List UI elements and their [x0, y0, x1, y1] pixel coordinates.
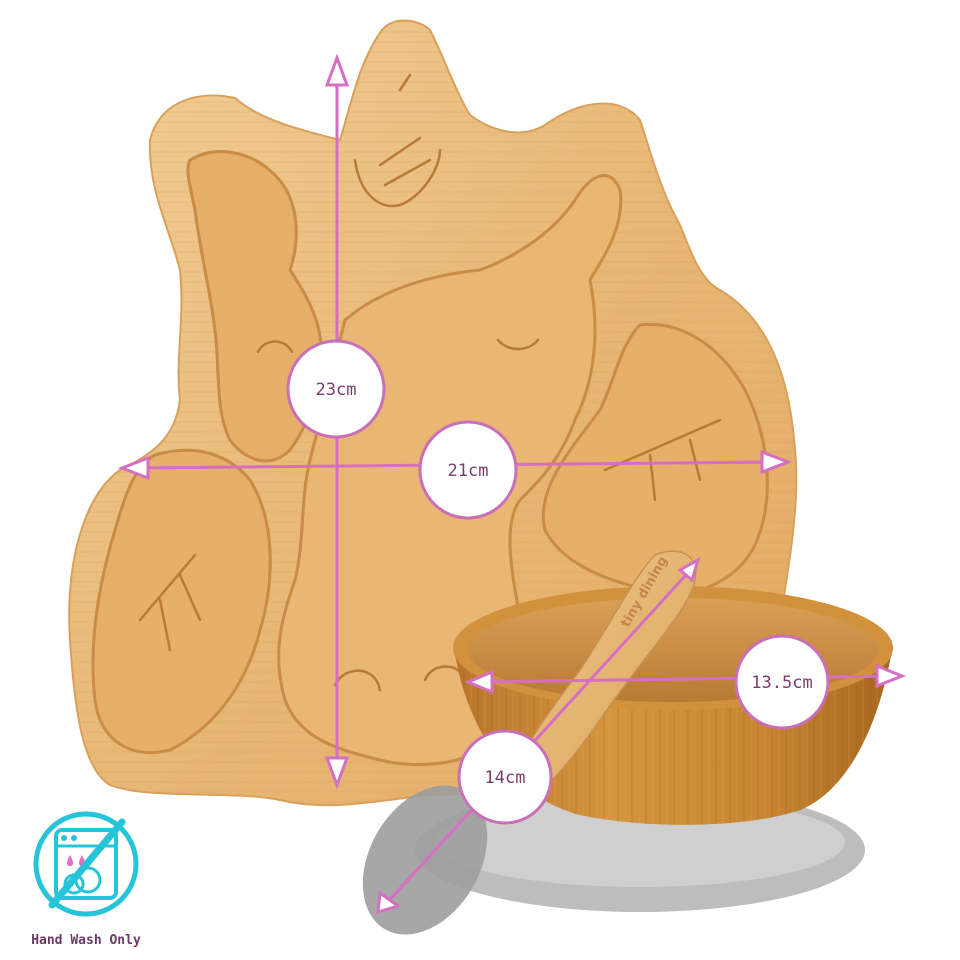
measurement-badge-height: 23cm [286, 339, 386, 439]
bowl-arrow-head-right [875, 663, 907, 689]
bowl-arrow-head-left [464, 669, 494, 695]
spoon-label: 14cm [485, 768, 526, 788]
bowl-label: 13.5cm [751, 673, 812, 693]
width-arrow-head-right [760, 449, 793, 475]
hand-wash-label: Hand Wash Only [31, 933, 141, 948]
plate-compartment-left-wing [91, 448, 272, 755]
height-label: 23cm [316, 380, 357, 400]
spoon-arrow-head-top [677, 556, 701, 583]
width-arrow-head-left [117, 455, 150, 481]
measurement-badge-width: 21cm [418, 420, 518, 520]
spoon-arrow-head-bottom [376, 890, 402, 915]
height-arrow-head-bottom [324, 756, 350, 790]
width-label: 21cm [448, 461, 489, 481]
measurement-badge-bowl: 13.5cm [734, 634, 830, 730]
spoon-arrow-line [383, 563, 697, 907]
plate-engravings [138, 73, 722, 692]
height-arrow-head-top [324, 53, 350, 87]
no-dishwasher-icon [33, 811, 139, 917]
measurement-badge-spoon: 14cm [457, 729, 553, 825]
